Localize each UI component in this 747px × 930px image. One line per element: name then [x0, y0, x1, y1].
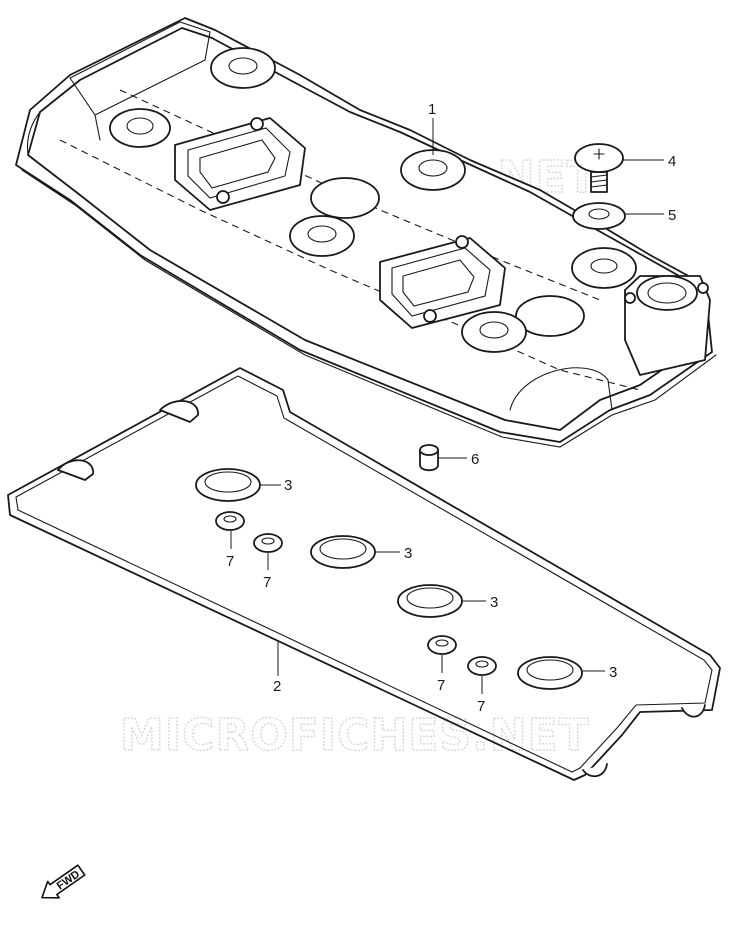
callout-6: 6 — [471, 451, 479, 468]
callout-7d: 7 — [477, 698, 485, 715]
callout-7a: 7 — [226, 553, 234, 570]
head-cover-gasket — [7, 367, 721, 781]
watermark-bottom: MICROFICHES.NET — [120, 710, 590, 761]
callout-7c: 7 — [437, 677, 445, 694]
callout-3d: 3 — [609, 664, 617, 681]
callout-3a: 3 — [284, 477, 292, 494]
fwd-arrow-icon: FWD — [41, 864, 86, 899]
washer-5 — [572, 202, 626, 230]
seal-3a — [195, 468, 261, 502]
seal-7d — [467, 656, 497, 676]
callout-3b: 3 — [404, 545, 412, 562]
callout-4: 4 — [668, 153, 676, 170]
callout-3c: 3 — [490, 594, 498, 611]
seal-7a — [215, 511, 245, 531]
seal-3c — [397, 584, 463, 618]
callout-5: 5 — [668, 207, 676, 224]
callout-1: 1 — [428, 101, 436, 118]
seal-3b — [310, 535, 376, 569]
seal-7c — [427, 635, 457, 655]
seal-7b — [253, 533, 283, 553]
callout-2: 2 — [273, 678, 281, 695]
seal-3d — [517, 656, 583, 690]
callout-7b: 7 — [263, 574, 271, 591]
cylinder-head-cover — [15, 17, 717, 448]
bolt-4 — [574, 143, 624, 193]
dowel-6 — [419, 444, 439, 472]
